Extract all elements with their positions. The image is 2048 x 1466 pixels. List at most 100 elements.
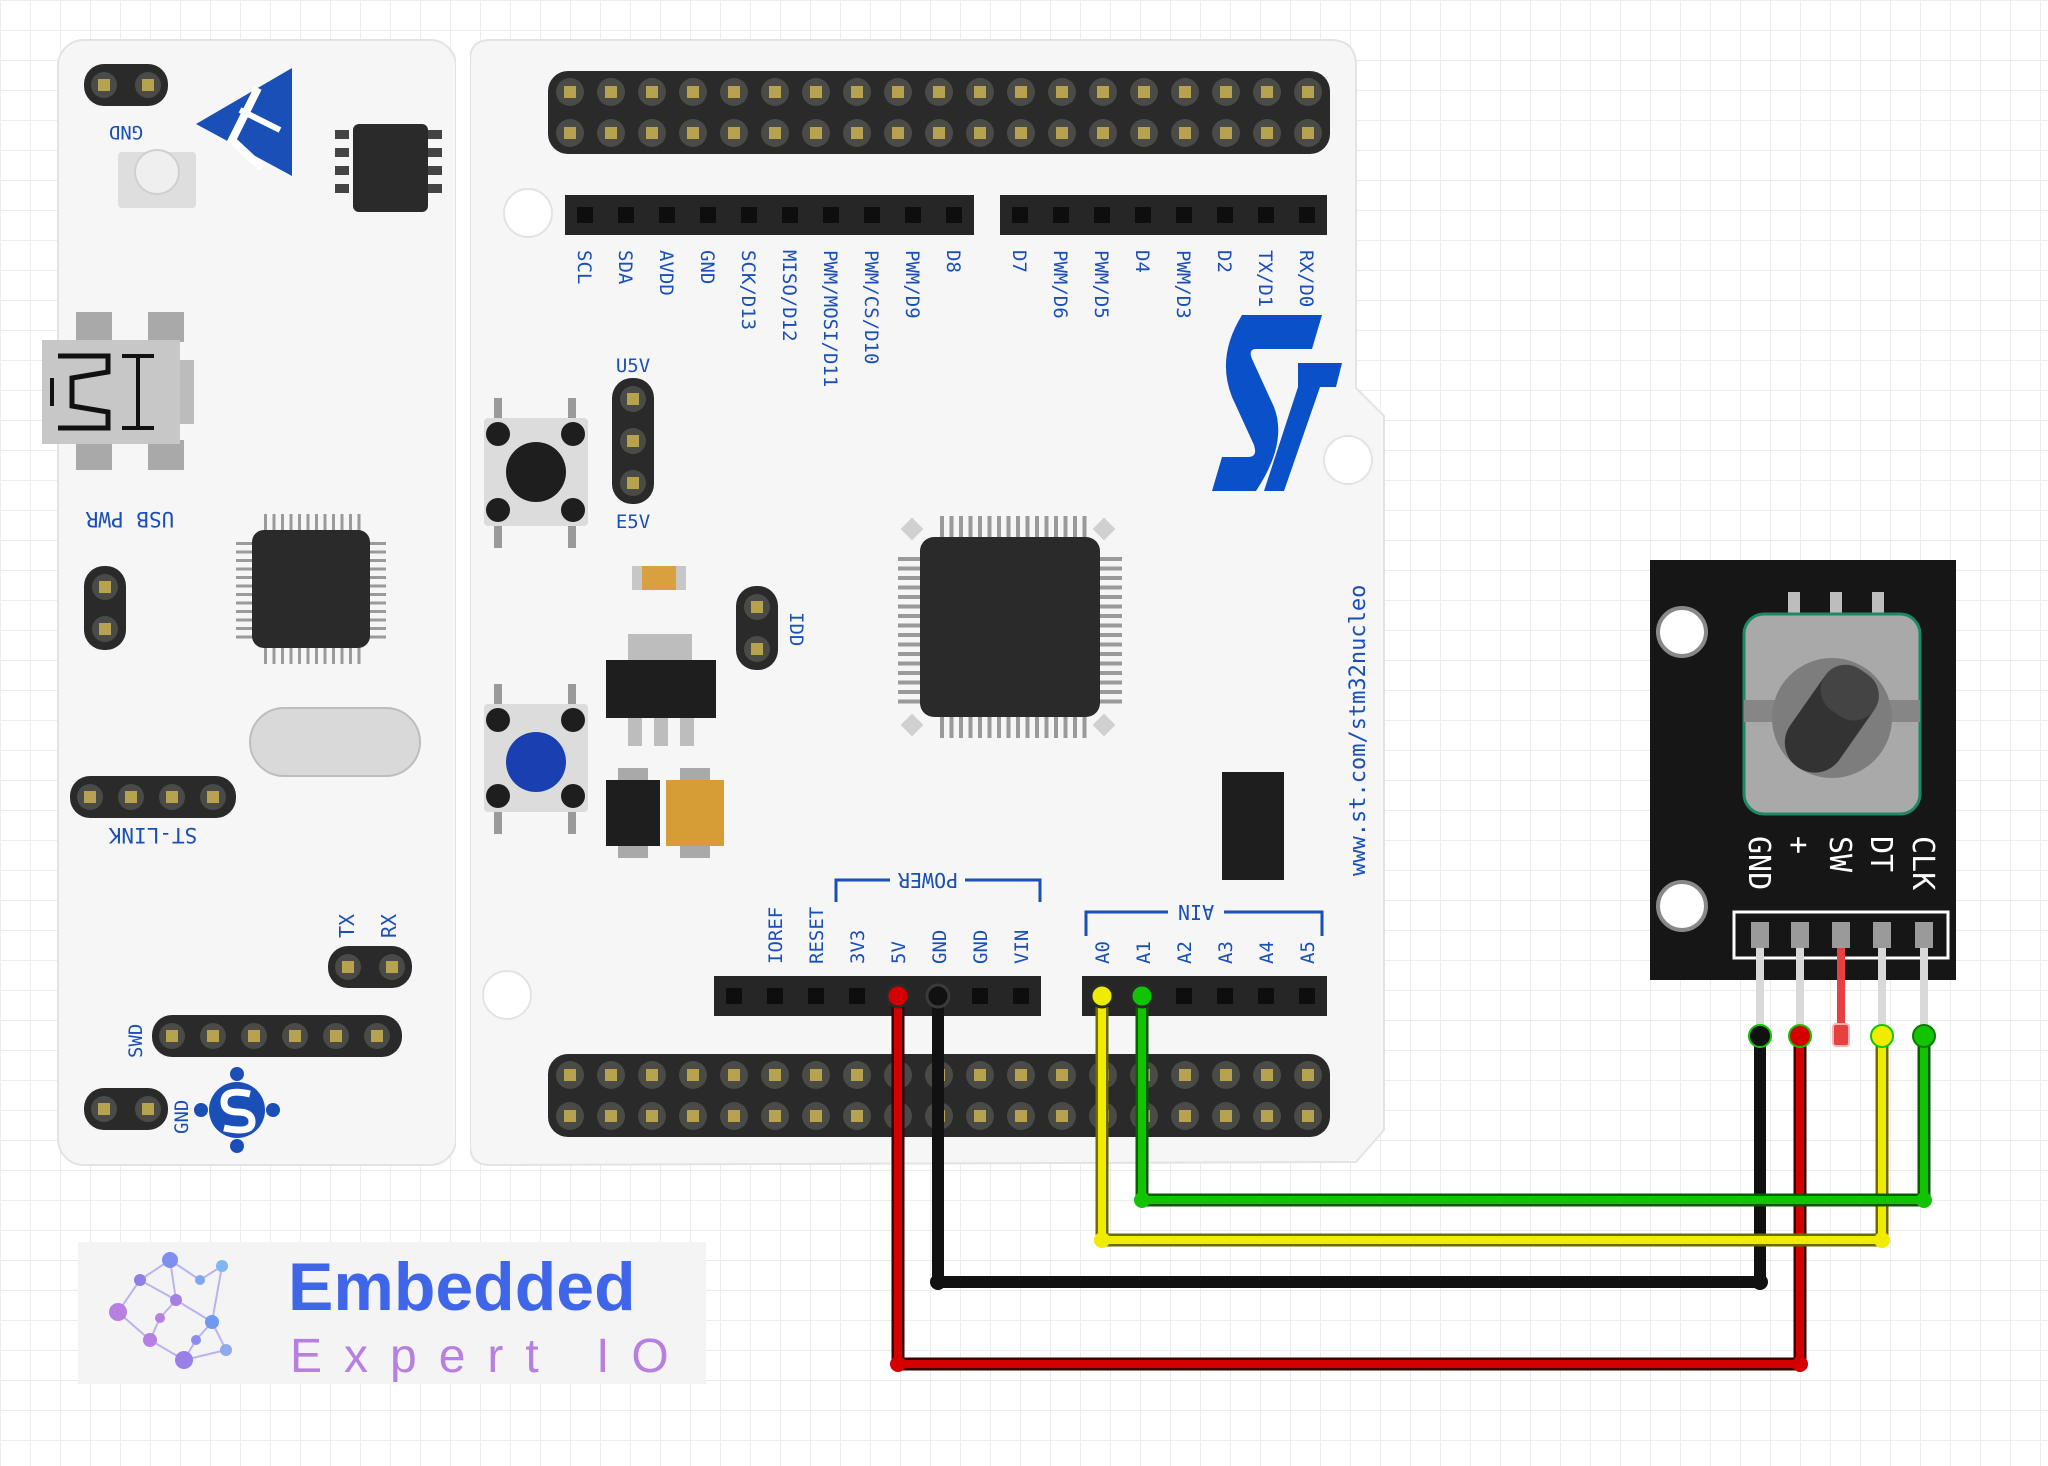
- pin-label: RESET: [806, 907, 828, 964]
- pin-label: A3: [1215, 941, 1237, 964]
- header-pin: [1176, 988, 1192, 1004]
- tx-label: TX: [335, 914, 359, 938]
- header-pin: [905, 207, 921, 223]
- brain-icon: [109, 1252, 232, 1369]
- header-pin: [767, 988, 783, 1004]
- e5v-label: E5V: [616, 511, 650, 533]
- pin-label: AVDD: [655, 250, 677, 296]
- st-link-header: ST-LINK: [70, 776, 236, 847]
- header-pin: [1094, 207, 1110, 223]
- idd-label: IDD: [785, 612, 807, 646]
- header-pin: [1176, 207, 1192, 223]
- encoder-header-pins: [1751, 922, 1933, 1047]
- main-mcu-chip: [898, 516, 1122, 738]
- st-arrow-logo: [196, 68, 292, 176]
- swd-header: SWD: [125, 1015, 402, 1058]
- gnd-label-top: GND: [109, 121, 143, 143]
- pin-label: PWM/D5: [1090, 250, 1112, 319]
- pin-label: D7: [1008, 250, 1030, 273]
- header-pin: [659, 207, 675, 223]
- st-link-mcu-chip: [236, 514, 386, 664]
- pin-label: SDA: [614, 250, 636, 285]
- swd-label: SWD: [125, 1024, 147, 1058]
- header-pin: [823, 207, 839, 223]
- header-pin: [577, 207, 593, 223]
- header-pin: [808, 988, 824, 1004]
- morpho-header-top: [548, 71, 1330, 154]
- board-url: www.st.com/stm32nucleo: [1346, 585, 1371, 876]
- jumper-left-middle: [84, 566, 126, 650]
- header-pin: [849, 988, 865, 1004]
- pin-label: A5: [1297, 941, 1319, 964]
- eeprom-chip: [335, 124, 442, 212]
- arduino-header-analog: [1082, 976, 1327, 1016]
- encoder-pin-label: GND: [1741, 836, 1776, 890]
- wire-black-gnd: [932, 998, 1766, 1288]
- pin-label: D4: [1131, 250, 1153, 273]
- pin-label: MISO/D12: [778, 250, 800, 342]
- gnd-jumper-top: GND: [84, 64, 168, 143]
- header-pin: [1013, 988, 1029, 1004]
- encoder-knob-shaft: [1784, 664, 1879, 773]
- usb-pwr-label: USB PWR: [85, 507, 174, 531]
- mounting-hole: [482, 970, 532, 1020]
- pin-label: A1: [1133, 941, 1155, 964]
- header-pin: [1299, 988, 1315, 1004]
- pin-label: TX/D1: [1254, 250, 1276, 307]
- user-button[interactable]: [484, 684, 588, 834]
- header-pin: [972, 988, 988, 1004]
- header-pin: [1135, 207, 1151, 223]
- mounting-hole: [1323, 435, 1373, 485]
- encoder-pin-label: SW: [1822, 836, 1857, 873]
- encoder-pin-label: DT: [1863, 836, 1898, 872]
- pin-label: PWM/CS/D10: [860, 250, 882, 364]
- st-link-label: ST-LINK: [108, 823, 197, 847]
- header-pin: [726, 988, 742, 1004]
- pin-label: PWM/D3: [1172, 250, 1194, 319]
- power-select-jumper: U5V E5V: [612, 355, 654, 533]
- usb-connector: USB PWR: [42, 312, 194, 531]
- pin-label: A0: [1092, 941, 1114, 964]
- pin-label: PWM/D9: [901, 250, 923, 319]
- crystal-oscillator: [249, 707, 421, 777]
- reset-button[interactable]: [484, 398, 588, 548]
- header-pin: [1258, 988, 1274, 1004]
- board-gap: [456, 40, 470, 1165]
- header-pin: [1053, 207, 1069, 223]
- idd-jumper: IDD: [736, 586, 807, 670]
- arduino-header-power: [714, 976, 1041, 1016]
- header-pin: [1299, 207, 1315, 223]
- pin-label: D8: [942, 250, 964, 273]
- pin-label: GND: [696, 250, 718, 284]
- gnd-label-bottom: GND: [171, 1100, 193, 1134]
- s-logo: [194, 1067, 280, 1153]
- encoder-pin-label: CLK: [1905, 836, 1940, 890]
- arduino-header-d8-scl: [565, 195, 974, 235]
- ain-title: AIN: [1178, 900, 1214, 924]
- power-bracket: POWER: [834, 868, 1042, 902]
- pin-label: 3V3: [847, 930, 869, 964]
- mounting-hole: [503, 188, 553, 238]
- header-pin: [1012, 207, 1028, 223]
- pin-label: GND: [929, 930, 951, 964]
- wires: [885, 983, 1936, 1372]
- ain-bracket: AIN: [1084, 900, 1324, 936]
- pin-label: VIN: [1011, 930, 1033, 964]
- u5v-label: U5V: [616, 355, 650, 377]
- logo-line2: Expert IO: [290, 1330, 691, 1383]
- encoder-pin-label: +: [1781, 836, 1816, 854]
- power-title: POWER: [897, 868, 958, 892]
- smd-resistor: [632, 566, 686, 590]
- arduino-header-d0-d7: [1000, 195, 1327, 235]
- encoder-hole: [1656, 606, 1708, 658]
- voltage-regulator: [606, 634, 716, 746]
- pin-label: D2: [1213, 250, 1235, 273]
- pin-label: SCL: [573, 250, 595, 284]
- embedded-expert-logo: Embedded Expert IO: [78, 1242, 706, 1384]
- header-pin: [782, 207, 798, 223]
